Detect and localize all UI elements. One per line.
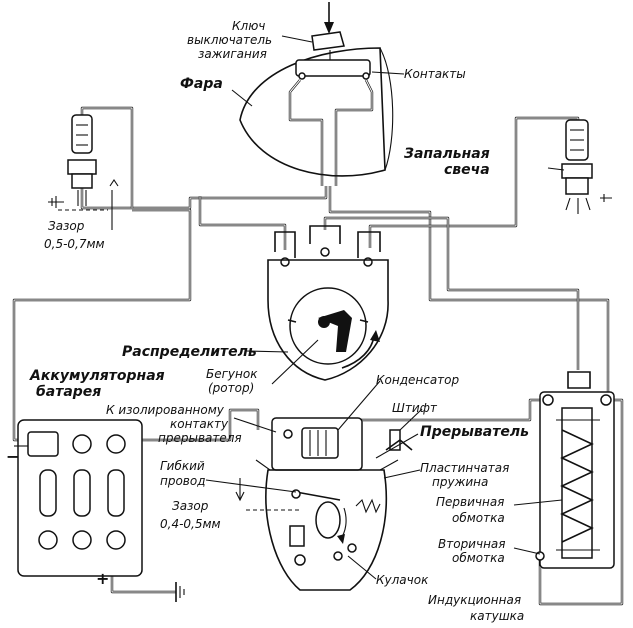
label-rotor-line2: (ротор) xyxy=(208,381,254,395)
spark-plug-right xyxy=(561,119,612,214)
label-gap-top-line2: 0,5-0,7мм xyxy=(44,237,105,251)
label-key-line2: выключатель xyxy=(187,33,272,47)
label-headlight: Фара xyxy=(180,76,223,92)
label-breaker: Прерыватель xyxy=(420,424,529,440)
label-pin: Штифт xyxy=(392,401,438,415)
label-battery-line2: батарея xyxy=(36,384,101,400)
spark-plug-left xyxy=(48,114,119,230)
label-leaf-spring-line1: Пластинчатая xyxy=(420,461,509,475)
label-contacts: Контакты xyxy=(404,67,466,81)
label-key-line3: зажигания xyxy=(198,47,267,61)
headlight xyxy=(231,47,394,177)
label-leaf-spring-line2: пружина xyxy=(432,475,488,489)
label-gap-bottom-line2: 0,4-0,5мм xyxy=(160,517,221,531)
ignition-key-switch[interactable] xyxy=(295,2,371,80)
battery xyxy=(14,419,143,577)
label-secondary-line2: обмотка xyxy=(452,551,505,565)
label-primary-line1: Первичная xyxy=(436,495,504,509)
ignition-coil xyxy=(535,371,615,569)
label-cam: Кулачок xyxy=(376,573,429,587)
label-flex-wire-line2: провод xyxy=(160,474,206,488)
distributor xyxy=(267,225,389,381)
label-spark-plug-line1: Запальная xyxy=(404,146,490,162)
labels: Ключ выключатель зажигания Фара Контакты… xyxy=(6,19,529,623)
label-to-insulated-line1: К изолированному xyxy=(106,403,225,417)
label-battery-line1: Аккумуляторная xyxy=(29,368,165,384)
label-distributor: Распределитель xyxy=(122,344,257,360)
label-gap-top-line1: Зазор xyxy=(48,219,85,233)
label-coil-line1: Индукционная xyxy=(428,593,521,607)
breaker-assembly xyxy=(235,417,413,591)
label-gap-bottom-line1: Зазор xyxy=(172,499,209,513)
label-battery-minus: − xyxy=(6,447,19,466)
label-to-insulated-line3: прерывателя xyxy=(158,431,242,445)
label-spark-plug-line2: свеча xyxy=(444,162,490,178)
label-secondary-line1: Вторичная xyxy=(438,537,506,551)
label-coil-line2: катушка xyxy=(470,609,524,623)
label-flex-wire-line1: Гибкий xyxy=(160,459,205,473)
label-condenser: Конденсатор xyxy=(376,373,460,387)
leader-lines xyxy=(205,35,565,580)
label-battery-plus: + xyxy=(96,569,109,588)
label-to-insulated-line2: контакту xyxy=(170,417,229,431)
label-key-line1: Ключ xyxy=(232,19,265,33)
ground-symbol xyxy=(175,582,185,602)
label-rotor-line1: Бегунок xyxy=(206,367,258,381)
label-primary-line2: обмотка xyxy=(452,511,505,525)
